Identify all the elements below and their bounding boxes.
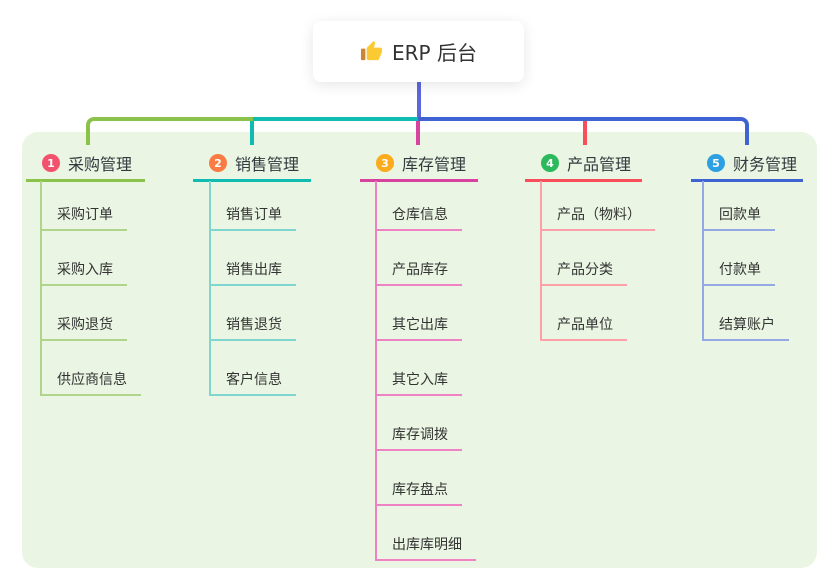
bus-segment-blue — [418, 117, 735, 121]
drop-line-branch-3 — [416, 121, 420, 145]
child-node[interactable]: 客户信息 — [209, 368, 296, 396]
child-node[interactable]: 出库库明细 — [375, 533, 476, 561]
branch-badge-3: 3 — [376, 154, 394, 172]
branch-child-connector — [540, 181, 542, 340]
branch-title: 销售管理 — [235, 155, 300, 174]
branch-badge-5: 5 — [707, 154, 725, 172]
thumbs-up-icon — [360, 40, 383, 63]
child-node[interactable]: 采购退货 — [40, 313, 127, 341]
bus-corner-branch-5 — [733, 117, 749, 145]
child-node[interactable]: 其它入库 — [375, 368, 462, 396]
branch-badge-1: 1 — [42, 154, 60, 172]
child-node[interactable]: 库存调拨 — [375, 423, 462, 451]
child-node[interactable]: 产品单位 — [540, 313, 627, 341]
child-node[interactable]: 库存盘点 — [375, 478, 462, 506]
drop-line-branch-2 — [250, 121, 254, 145]
branch-node-purchase[interactable]: 1 采购管理 — [26, 147, 145, 182]
child-node[interactable]: 仓库信息 — [375, 203, 462, 231]
branch-title: 采购管理 — [68, 155, 133, 174]
child-node[interactable]: 供应商信息 — [40, 368, 141, 396]
root-title: ERP 后台 — [392, 41, 477, 65]
bus-segment-green — [100, 117, 253, 121]
branches-panel — [22, 132, 817, 568]
child-node[interactable]: 其它出库 — [375, 313, 462, 341]
branch-badge-4: 4 — [541, 154, 559, 172]
bus-segment-teal — [253, 117, 418, 121]
branch-title: 产品管理 — [567, 155, 632, 174]
child-node[interactable]: 回款单 — [702, 203, 775, 231]
child-node[interactable]: 采购入库 — [40, 258, 127, 286]
bus-corner-branch-1 — [86, 117, 102, 145]
branch-node-inventory[interactable]: 3 库存管理 — [360, 147, 478, 182]
child-node[interactable]: 销售出库 — [209, 258, 296, 286]
branch-node-finance[interactable]: 5 财务管理 — [691, 147, 803, 182]
branch-child-connector — [209, 181, 211, 395]
child-node[interactable]: 付款单 — [702, 258, 775, 286]
child-node[interactable]: 产品分类 — [540, 258, 627, 286]
child-node[interactable]: 产品（物料） — [540, 203, 655, 231]
branch-badge-2: 2 — [209, 154, 227, 172]
branch-child-connector — [375, 181, 377, 559]
branch-child-connector — [702, 181, 704, 340]
child-node[interactable]: 销售退货 — [209, 313, 296, 341]
root-node[interactable]: ERP 后台 — [313, 21, 524, 82]
branch-node-product[interactable]: 4 产品管理 — [525, 147, 642, 182]
child-node[interactable]: 采购订单 — [40, 203, 127, 231]
child-node[interactable]: 产品库存 — [375, 258, 462, 286]
child-node[interactable]: 结算账户 — [702, 313, 789, 341]
drop-line-branch-4 — [583, 121, 587, 145]
branch-child-connector — [40, 181, 42, 395]
child-node[interactable]: 销售订单 — [209, 203, 296, 231]
branch-title: 财务管理 — [733, 155, 798, 174]
branch-node-sales[interactable]: 2 销售管理 — [193, 147, 311, 182]
root-connector-line — [417, 82, 421, 119]
branch-title: 库存管理 — [402, 155, 467, 174]
